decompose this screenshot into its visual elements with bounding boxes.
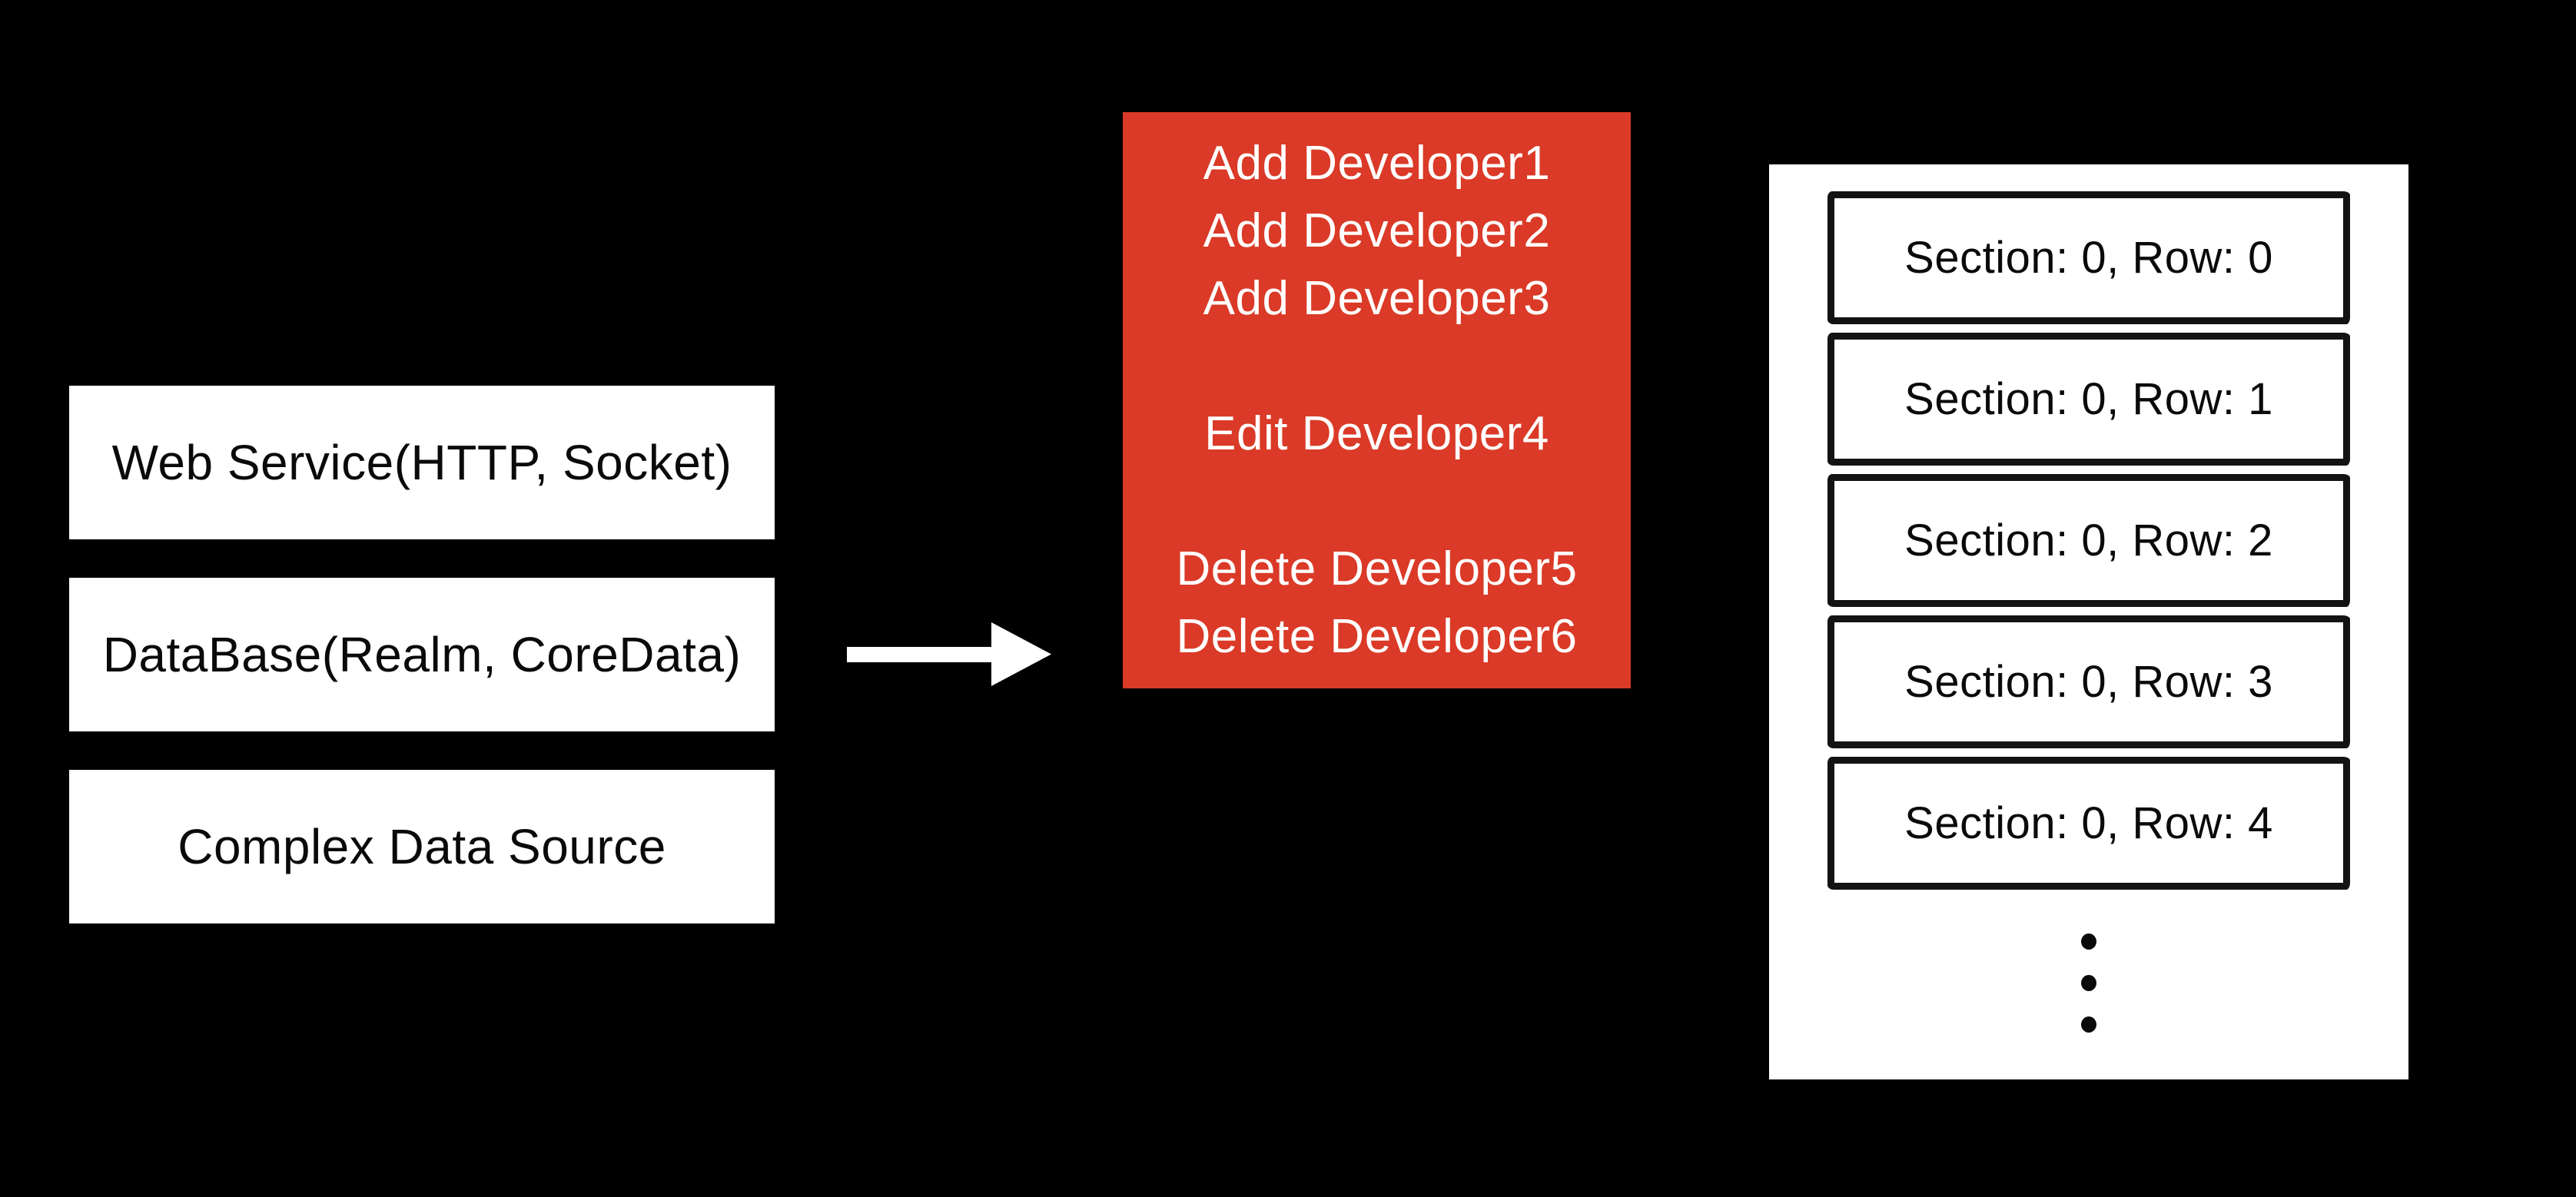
operations-box: Add Developer1 Add Developer2 Add Develo… — [1123, 112, 1631, 688]
table-row-label: Section: 0, Row: 3 — [1904, 657, 2273, 707]
source-box-database: DataBase(Realm, CoreData) — [69, 578, 775, 731]
ellipsis-dot-icon — [2081, 933, 2096, 950]
ellipsis-dot-icon — [2081, 975, 2096, 991]
operation-line: Add Developer3 — [1203, 272, 1551, 325]
table-row-label: Section: 0, Row: 4 — [1904, 798, 2273, 848]
operation-line: Add Developer1 — [1203, 137, 1551, 190]
source-box-database-label: DataBase(Realm, CoreData) — [102, 627, 742, 682]
ellipsis-dot-icon — [2081, 1016, 2096, 1033]
table-row: Section: 0, Row: 3 — [1827, 615, 2350, 748]
table-row: Section: 0, Row: 1 — [1827, 333, 2350, 466]
table-row-label: Section: 0, Row: 2 — [1904, 516, 2273, 565]
operation-line: Add Developer2 — [1203, 204, 1551, 257]
operation-line: Edit Developer4 — [1204, 407, 1549, 460]
operation-line-blank — [1123, 333, 1631, 400]
table-row: Section: 0, Row: 4 — [1827, 757, 2350, 890]
operation-line-blank — [1123, 468, 1631, 536]
table-row-label: Section: 0, Row: 1 — [1904, 374, 2273, 424]
table-row: Section: 0, Row: 2 — [1827, 474, 2350, 607]
table-row-label: Section: 0, Row: 0 — [1904, 233, 2273, 283]
source-box-complex-data: Complex Data Source — [69, 770, 775, 923]
operation-line: Delete Developer5 — [1176, 542, 1578, 595]
operation-line: Delete Developer6 — [1176, 610, 1578, 663]
source-box-web-service-label: Web Service(HTTP, Socket) — [111, 435, 732, 490]
ellipsis-dots — [1769, 933, 2408, 1058]
arrow-right-icon — [847, 622, 1051, 686]
table-row: Section: 0, Row: 0 — [1827, 191, 2350, 324]
table-view-panel: Section: 0, Row: 0 Section: 0, Row: 1 Se… — [1769, 164, 2408, 1079]
source-box-web-service: Web Service(HTTP, Socket) — [69, 386, 775, 539]
source-box-complex-data-label: Complex Data Source — [178, 819, 666, 874]
